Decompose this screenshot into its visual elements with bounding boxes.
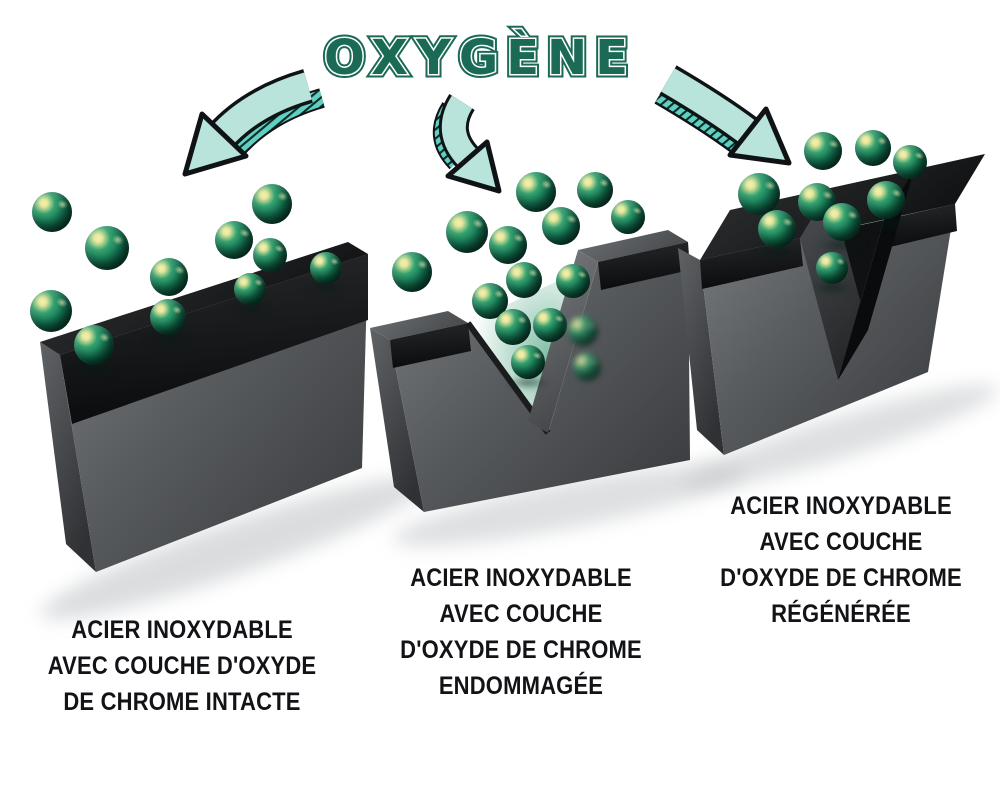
caption-regeneree-line4: RÉGÉNÉRÉE [771,600,911,628]
arrow1-body [209,72,313,148]
shadow-block-regeneree [682,384,998,490]
arrow1-head [182,111,249,177]
arrow2-head [445,139,502,194]
page-title-fill: OXYGÈNE [323,30,636,86]
caption-regeneree-line3: D'OXYDE DE CHROME [720,564,962,592]
block3-oxide-band-right [884,204,957,248]
caption-endommagee: ACIER INOXYDABLE AVEC COUCHE D'OXYDE DE … [380,560,662,704]
block2-oxide-band-left [390,323,471,368]
block3-notch-right-wall [838,170,914,380]
block3-oxide-band-left [700,238,803,289]
arrow2-body [441,95,478,167]
page-title: OXYGÈNE OXYGÈNE OXYGÈNE [0,26,960,96]
caption-intact: ACIER INOXYDABLE AVEC COUCHE D'OXYDE DE … [41,612,323,720]
caption-intact-line1: ACIER INOXYDABLE [71,616,293,644]
shadow-block-intact [40,476,430,620]
arrow3-body [661,68,757,143]
arrow3-head [727,106,792,166]
ground-shadows [40,384,998,620]
caption-intact-line3: DE CHROME INTACTE [63,688,301,716]
page-title-outline: OXYGÈNE [320,27,636,90]
shadow-block-endommagee [393,463,747,547]
block2-top-right-shoulder [578,230,688,262]
caption-regeneree-line1: ACIER INOXYDABLE [730,492,952,520]
caption-regeneree-line2: AVEC COUCHE [759,528,923,556]
curved-arrow-down-icon [432,93,502,194]
caption-endommagee-line4: ENDOMMAGÉE [438,672,604,700]
block1-oxide-band [60,254,368,424]
caption-regeneree: ACIER INOXYDABLE AVEC COUCHE D'OXYDE DE … [700,488,982,632]
curved-arrow-down-left-icon [182,69,325,177]
block3-side-face [678,248,724,455]
caption-endommagee-line1: ACIER INOXYDABLE [410,564,632,592]
caption-endommagee-line3: D'OXYDE DE CHROME [400,636,642,664]
block2-front-face [390,242,690,512]
curved-arrow-down-right-icon [654,65,792,166]
block2-top-left-shoulder [370,311,468,340]
caption-endommagee-line2: AVEC COUCHE [439,600,603,628]
page-title-inner-stroke: OXYGÈNE [322,29,636,88]
block1-side-face [40,342,96,572]
steel-block-endommagee [370,230,690,512]
caption-intact-line2: AVEC COUCHE D'OXYDE [47,652,317,680]
block2-oxide-band-right [598,242,690,290]
block2-side-face [370,328,424,512]
block3-notch-left-wall [800,188,868,380]
